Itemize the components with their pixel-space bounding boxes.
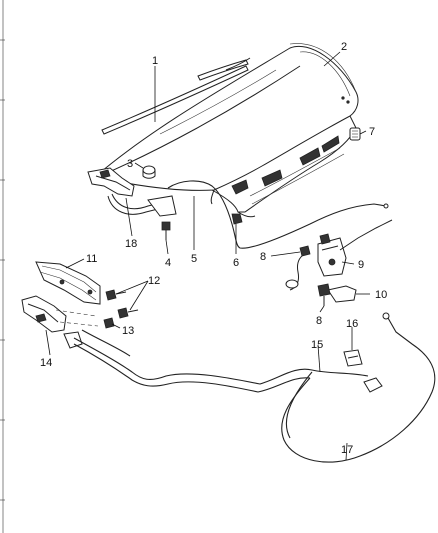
callout-9: 9 bbox=[358, 259, 364, 271]
callout-5: 5 bbox=[191, 253, 197, 265]
release-handle bbox=[21, 295, 99, 349]
callout-12: 12 bbox=[148, 275, 160, 287]
callout-6: 6 bbox=[233, 257, 239, 269]
lock-cylinder bbox=[317, 283, 357, 306]
page-edge-marks bbox=[0, 0, 5, 533]
callout-4: 4 bbox=[165, 257, 171, 269]
callout-13: 13 bbox=[122, 325, 134, 337]
callout-2: 2 bbox=[341, 41, 347, 53]
cable-clip bbox=[343, 349, 363, 367]
callout-17: 17 bbox=[341, 444, 353, 456]
hinge bbox=[87, 167, 177, 217]
callout-labels: 1 2 3 4 5 6 7 8 9 10 8 11 12 13 14 15 16… bbox=[40, 41, 387, 456]
screws bbox=[105, 289, 139, 319]
callout-3: 3 bbox=[127, 158, 133, 170]
callout-16: 16 bbox=[346, 318, 358, 330]
nut bbox=[103, 317, 115, 329]
shield-panel bbox=[35, 261, 101, 305]
callout-8-upper: 8 bbox=[260, 251, 266, 263]
callout-7: 7 bbox=[369, 126, 375, 138]
leader-lines bbox=[45, 51, 370, 461]
hinge-bolt bbox=[161, 221, 171, 240]
torsion-rod bbox=[167, 180, 389, 249]
callout-14: 14 bbox=[40, 357, 52, 369]
latch-assembly bbox=[285, 219, 393, 291]
weatherstrip bbox=[101, 57, 251, 135]
bumper-stop bbox=[142, 165, 156, 179]
callout-1: 1 bbox=[152, 55, 158, 67]
callout-18: 18 bbox=[125, 238, 137, 250]
deck-lid bbox=[94, 43, 359, 218]
release-cable bbox=[73, 312, 436, 463]
callout-15: 15 bbox=[311, 339, 323, 351]
clip bbox=[231, 213, 243, 225]
callout-8-lower: 8 bbox=[316, 315, 322, 327]
callout-10: 10 bbox=[375, 289, 387, 301]
callout-11: 11 bbox=[86, 253, 97, 265]
side-bumper bbox=[349, 127, 361, 141]
